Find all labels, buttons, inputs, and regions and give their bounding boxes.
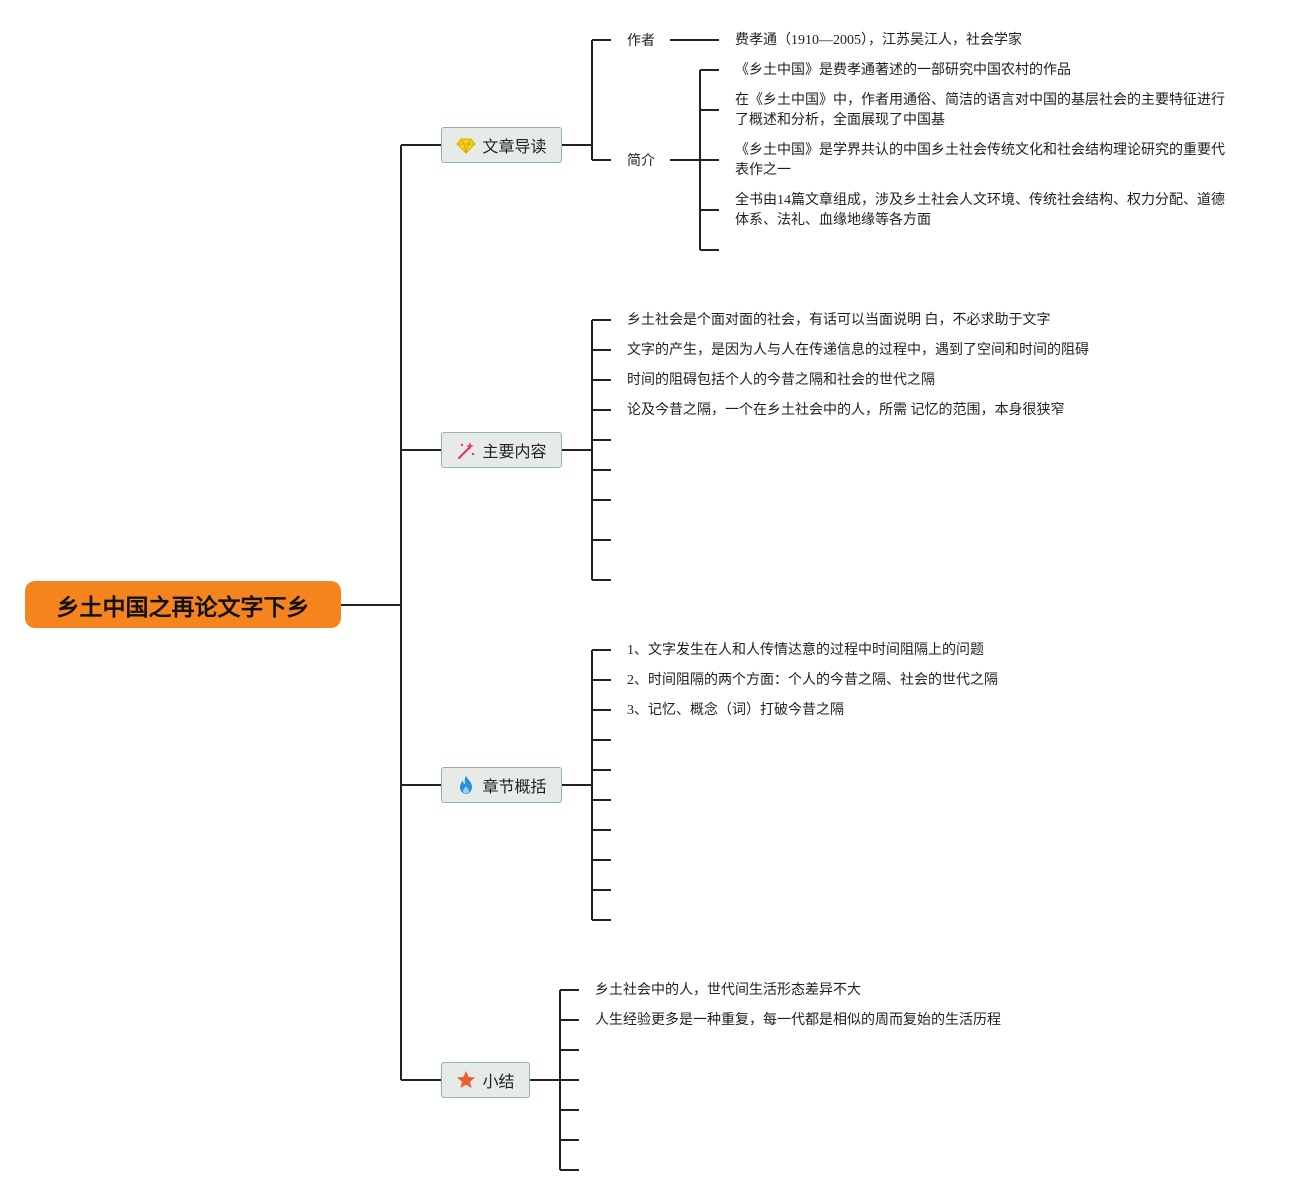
chapter-item[interactable]: 3、记忆、概念（词）打破今昔之隔	[627, 703, 844, 718]
intro-summary-item[interactable]: 在《乡土中国》中，作者用通俗、简洁的语言对中国的基层社会的主要特征进行了概述和分…	[735, 93, 1225, 128]
topic-summary[interactable]: 小结	[441, 1062, 530, 1098]
topic-intro[interactable]: 文章导读	[441, 127, 562, 163]
content-item[interactable]: 时间的阻碍包括个人的今昔之隔和社会的世代之隔	[627, 373, 935, 388]
summary-item[interactable]: 乡土社会中的人，世代间生活形态差异不大	[595, 983, 861, 998]
topic-intro-label: 文章导读	[482, 137, 547, 156]
root-node[interactable]: 乡土中国之再论文字下乡	[25, 581, 341, 628]
magic-wand-icon	[456, 440, 476, 460]
intro-summary-item[interactable]: 《乡土中国》是费孝通著述的一部研究中国农村的作品	[735, 63, 1071, 78]
content-item[interactable]: 文字的产生，是因为人与人在传递信息的过程中，遇到了空间和时间的阻碍	[627, 343, 1089, 358]
content-item[interactable]: 乡土社会是个面对面的社会，有话可以当面说明 白，不必求助于文字	[627, 313, 1051, 328]
chapter-item[interactable]: 1、文字发生在人和人传情达意的过程中时间阻隔上的问题	[627, 643, 984, 658]
topic-content[interactable]: 主要内容	[441, 432, 562, 468]
content-item[interactable]: 论及今昔之隔，一个在乡土社会中的人，所需 记忆的范围，本身很狭窄	[627, 403, 1065, 418]
root-title: 乡土中国之再论文字下乡	[56, 594, 310, 621]
diamond-icon	[456, 135, 477, 155]
topic-content-label: 主要内容	[482, 442, 547, 461]
summary-label[interactable]: 简介	[627, 153, 655, 169]
topic-summary-label: 小结	[482, 1072, 515, 1091]
author-label[interactable]: 作者	[627, 33, 655, 49]
topic-chapters-label: 章节概括	[482, 777, 547, 796]
chapter-item[interactable]: 2、时间阻隔的两个方面：个人的今昔之隔、社会的世代之隔	[627, 673, 998, 688]
intro-summary-item[interactable]: 全书由14篇文章组成，涉及乡土社会人文环境、传统社会结构、权力分配、道德体系、法…	[735, 193, 1225, 228]
topic-chapters[interactable]: 章节概括	[441, 767, 562, 803]
author-text[interactable]: 费孝通（1910—2005），江苏吴江人，社会学家	[735, 33, 1022, 48]
intro-summary-item[interactable]: 《乡土中国》是学界共认的中国乡土社会传统文化和社会结构理论研究的重要代表作之一	[735, 143, 1225, 178]
star-icon	[456, 1070, 476, 1090]
flame-icon	[456, 775, 476, 795]
summary-item[interactable]: 人生经验更多是一种重复，每一代都是相似的周而复始的生活历程	[595, 1013, 1001, 1028]
